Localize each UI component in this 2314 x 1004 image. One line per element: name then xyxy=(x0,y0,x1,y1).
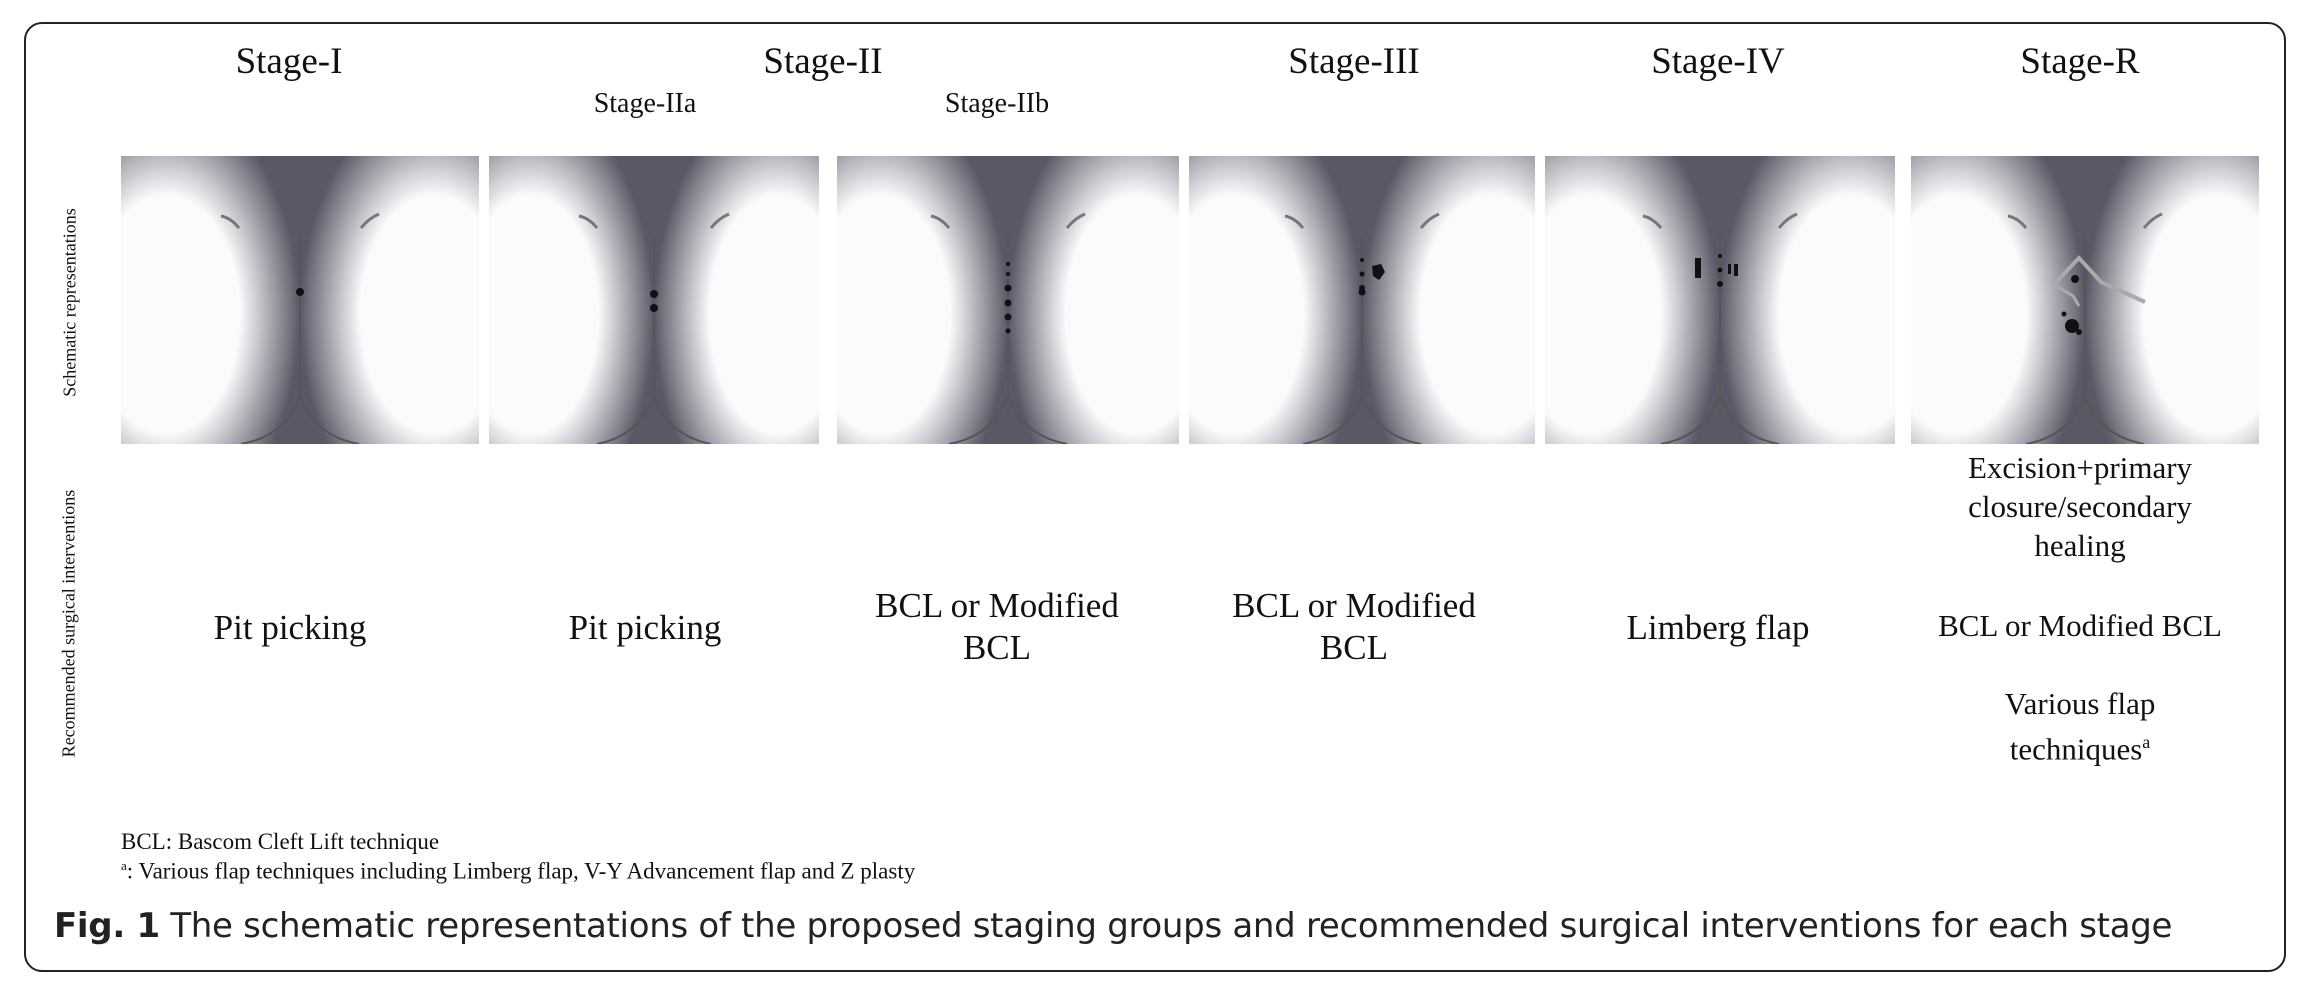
pit-dot xyxy=(1359,271,1365,277)
pit-dot xyxy=(1004,284,1012,292)
pit-dot xyxy=(650,290,658,298)
intervention-line: BCL or Modified xyxy=(1232,586,1476,625)
intervention-stage-r-bcl: BCL or Modified BCL xyxy=(1938,608,2222,643)
intervention-line: Various flap xyxy=(2004,686,2156,721)
pit-dot xyxy=(1360,258,1364,262)
intervention-stage-r-excision: Excision+primary closure/secondary heali… xyxy=(1900,448,2260,565)
stage-ii-title: Stage-II xyxy=(763,41,883,82)
pit-dot xyxy=(2076,329,2082,335)
pit-dot xyxy=(2061,311,2067,317)
footnote-mark: a xyxy=(2142,732,2151,752)
intervention-line: BCL xyxy=(962,628,1032,667)
footnote-mark: a xyxy=(121,858,127,873)
side-label-schematic: Schematic representations xyxy=(59,208,80,397)
footnote-bcl: BCL: Bascom Cleft Lift technique xyxy=(121,829,440,854)
intervention-stage-i: Pit picking xyxy=(213,608,367,647)
lateral-extension xyxy=(1734,264,1738,276)
lateral-extension xyxy=(1372,264,1385,280)
pit-dot xyxy=(1717,281,1723,287)
intervention-line: techniquesa xyxy=(2009,731,2151,767)
pit-dot xyxy=(1718,254,1722,258)
footnote-a: a: Various flap techniques including Lim… xyxy=(121,858,916,884)
figure-caption: Fig. 1 The schematic representations of … xyxy=(54,906,2172,946)
pit-dot xyxy=(1006,262,1010,266)
schematic-stage-iii xyxy=(1189,156,1535,444)
stage-iia-title: Stage-IIa xyxy=(593,88,697,119)
intervention-line: Excision+primary xyxy=(1967,450,2193,485)
intervention-line: BCL or Modified xyxy=(875,586,1119,625)
stage-i-title: Stage-I xyxy=(235,41,343,82)
schematic-stage-iia xyxy=(489,156,819,444)
intervention-stage-iii: BCL or Modified BCL xyxy=(1204,585,1504,669)
lateral-extension xyxy=(1695,258,1701,278)
intervention-line: healing xyxy=(2034,528,2126,563)
flap-scar xyxy=(2054,255,2146,304)
schematic-stage-r xyxy=(1911,156,2259,444)
stage-iib-title: Stage-IIb xyxy=(944,88,1050,119)
pit-dot xyxy=(1005,328,1011,334)
flap-scar xyxy=(2052,282,2081,307)
side-label-interventions: Recommended surgical interventions xyxy=(58,489,79,758)
lateral-extension xyxy=(1728,264,1731,274)
pit-dot xyxy=(650,304,658,312)
figure-label: Fig. 1 xyxy=(54,906,160,946)
pit-dot xyxy=(2065,319,2079,333)
schematic-stage-i xyxy=(121,156,479,444)
pit-dot xyxy=(2071,275,2079,283)
pit-dot xyxy=(1717,267,1723,273)
intervention-stage-iia: Pit picking xyxy=(568,608,722,647)
schematic-stage-iib xyxy=(837,156,1179,444)
intervention-line: BCL xyxy=(1319,628,1389,667)
intervention-stage-iib: BCL or Modified BCL xyxy=(847,585,1147,669)
figure-frame xyxy=(24,22,2286,972)
intervention-stage-r-flap: Various flap techniquesa xyxy=(1900,684,2260,768)
intervention-line: closure/secondary xyxy=(1968,489,2192,524)
caption-text: The schematic representations of the pro… xyxy=(159,906,2173,946)
pit-dot xyxy=(1006,272,1010,276)
intervention-stage-iv: Limberg flap xyxy=(1626,608,1810,647)
pit-dot xyxy=(1004,299,1012,307)
pit-dot xyxy=(1358,288,1366,296)
stage-iii-title: Stage-III xyxy=(1288,41,1420,82)
stage-r-title: Stage-R xyxy=(2020,41,2140,82)
pit-dot xyxy=(1004,313,1012,321)
pit-dot xyxy=(296,288,304,296)
stage-iv-title: Stage-IV xyxy=(1651,41,1785,82)
schematic-stage-iv xyxy=(1545,156,1895,444)
